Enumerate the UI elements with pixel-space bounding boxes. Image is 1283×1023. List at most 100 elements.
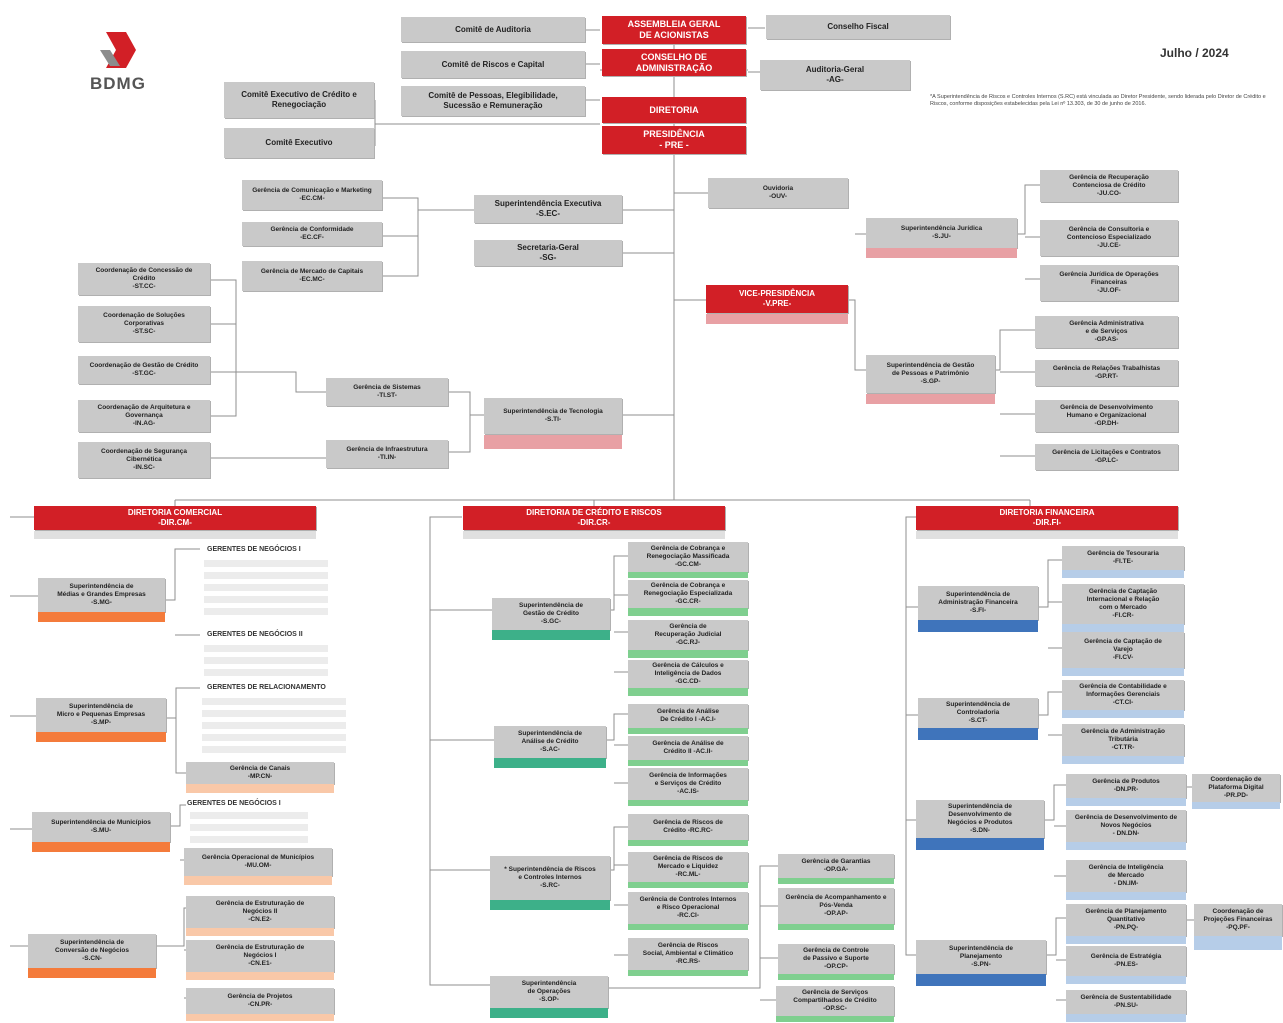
superintendencia-municipios-box: Superintendência de Municípios -S.MU- (32, 812, 170, 842)
gerencia-analise-credito-2-box: Gerência de Análise de Crédito II -AC.II… (628, 736, 748, 760)
projecoes-financeiras-strip (1194, 936, 1282, 950)
gerencia-informacoes-credito-box: Gerência de Informações e Serviços de Cr… (628, 768, 748, 800)
org-chart-date: Julho / 2024 (1160, 46, 1229, 60)
gerencia-inteligencia-mercado-box: Gerência de Inteligência de Mercado - DN… (1066, 860, 1186, 892)
superintendencia-analise-credito-box: Superintendência de Análise de Crédito -… (494, 726, 606, 758)
diretoria-box: DIRETORIA (602, 97, 746, 123)
gerencia-acompanhamento-box: Gerência de Acompanhamento e Pós-Venda -… (778, 888, 894, 924)
gerencia-recuperacao-contenciosa-box: Gerência de Recuperação Contenciosa de C… (1040, 170, 1178, 202)
analise-1-strip (628, 728, 748, 734)
cobranca-especializada-strip (628, 608, 748, 616)
blank-row (204, 584, 328, 591)
blank-row (204, 669, 328, 676)
financeira-gray-strip (916, 531, 1178, 539)
superintendencia-tecnologia-box: Superintendência de Tecnologia -S.TI- (484, 398, 622, 434)
superintendencia-administracao-financeira-box: Superintendência de Administração Financ… (918, 586, 1038, 620)
blank-row (204, 645, 328, 652)
municipios-color-strip (32, 842, 170, 852)
blank-row (190, 836, 308, 843)
gerentes-negocios-2-label: GERENTES DE NEGÓCIOS II (207, 631, 303, 638)
gerencia-riscos-credito-box: Gerência de Riscos de Crédito -RC.RC- (628, 814, 748, 840)
gerencia-cobranca-especializada-box: Gerência de Cobrança e Renegociação Espe… (628, 580, 748, 608)
gerencia-captacao-internacional-box: Gerência de Captação Internacional e Rel… (1062, 584, 1184, 624)
footnote: *A Superintendência de Riscos e Controle… (930, 94, 1266, 108)
gerencia-recuperacao-judicial-box: Gerência de Recuperação Judicial -GC.RJ- (628, 620, 748, 650)
gerencia-controles-internos-box: Gerência de Controles Internos e Risco O… (628, 892, 748, 924)
analise-credito-color-strip (494, 758, 606, 768)
gerencia-estruturacao-2-box: Gerência de Estruturação de Negócios II … (186, 896, 334, 928)
gerencia-projetos-box: Gerência de Projetos -CN.PR- (186, 988, 334, 1014)
gerencia-tesouraria-box: Gerência de Tesouraria -FI.TE- (1062, 546, 1184, 570)
garantias-strip (778, 878, 894, 884)
coord-seguranca-box: Coordenação de Segurança Cibernética -IN… (78, 442, 210, 478)
bdmg-logo-icon (100, 32, 136, 68)
superintendencia-controladoria-box: Superintendência de Controladoria -S.CT- (918, 698, 1038, 728)
coord-concessao-credito-box: Coordenação de Concessão de Crédito -ST.… (78, 263, 210, 295)
presidencia-box: PRESIDÊNCIA - PRE - (602, 126, 746, 154)
desenvolvimento-negocios-color-strip (916, 838, 1044, 850)
gerencia-administrativa-box: Gerência Administrativa e de Serviços -G… (1035, 316, 1178, 348)
superintendencia-operacoes-box: Superintendência de Operações -S.OP- (490, 976, 608, 1008)
estruturacao-2-color-strip (186, 928, 334, 936)
gerencia-licitacoes-box: Gerência de Licitações e Contratos -GP.L… (1035, 444, 1178, 470)
gerencia-operacional-municipios-box: Gerência Operacional de Municípios -MU.O… (184, 848, 332, 876)
servicos-compartilhados-strip (776, 1016, 894, 1022)
comite-auditoria-box: Comitê de Auditoria (401, 17, 585, 42)
gerencia-desenvolvimento-humano-box: Gerência de Desenvolvimento Humano e Org… (1035, 400, 1178, 432)
superintendencia-conversao-box: Superintendência de Conversão de Negócio… (28, 934, 156, 968)
superintendencia-riscos-box: * Superintendência de Riscos e Controles… (490, 856, 610, 900)
gerencia-consultoria-box: Gerência de Consultoria e Contencioso Es… (1040, 220, 1178, 256)
informacoes-strip (628, 800, 748, 806)
conselho-fiscal-box: Conselho Fiscal (766, 15, 950, 39)
gerencia-analise-credito-1-box: Gerência de Análise De Crédito I -AC.I- (628, 704, 748, 728)
blank-row (190, 812, 308, 819)
gerencia-controle-passivo-box: Gerência de Controle de Passivo e Suport… (778, 944, 894, 974)
conselho-administracao-box: CONSELHO DE ADMINISTRAÇÃO (602, 49, 746, 76)
blank-row (204, 560, 328, 567)
gestao-credito-color-strip (492, 630, 610, 640)
blank-row (202, 746, 346, 753)
operacional-municipios-color-strip (184, 876, 332, 885)
gerencia-conformidade-box: Gerência de Conformidade -EC.CF- (242, 222, 382, 246)
blank-row (202, 722, 346, 729)
acompanhamento-strip (778, 924, 894, 930)
gerencia-produtos-box: Gerência de Produtos -DN.PR- (1066, 774, 1186, 798)
gerencia-sistemas-box: Gerência de Sistemas -TI.ST- (326, 378, 448, 406)
gerencia-calculos-box: Gerência de Cálculos e Inteligência de D… (628, 660, 748, 688)
gerencia-servicos-compartilhados-box: Gerência de Serviços Compartilhados de C… (776, 986, 894, 1016)
vice-color-strip (706, 314, 848, 324)
gerencia-estrategia-box: Gerência de Estratégia -PN.ES- (1066, 946, 1186, 976)
assembleia-geral-box: ASSEMBLEIA GERAL DE ACIONISTAS (602, 16, 746, 44)
riscos-credito-strip (628, 840, 748, 846)
tributaria-strip (1062, 756, 1184, 764)
planejamento-color-strip (916, 974, 1046, 986)
juridica-color-strip (866, 248, 1017, 258)
superintendencia-executiva-box: Superintendência Executiva -S.EC- (474, 195, 622, 223)
controles-internos-strip (628, 924, 748, 930)
projetos-color-strip (186, 1014, 334, 1021)
coord-arquitetura-box: Coordenação de Arquitetura e Governança … (78, 400, 210, 432)
conversao-color-strip (28, 968, 156, 978)
gerencia-riscos-social-box: Gerência de Riscos Social, Ambiental e C… (628, 938, 748, 970)
gerencia-novos-negocios-box: Gerência de Desenvolvimento de Novos Neg… (1066, 810, 1186, 842)
coord-projecoes-financeiras-box: Coordenação de Projeções Financeiras -PQ… (1194, 904, 1282, 936)
blank-row (204, 657, 328, 664)
superintendencia-micro-pequenas-box: Superintendência de Micro e Pequenas Emp… (36, 698, 166, 732)
riscos-social-strip (628, 970, 748, 976)
gerencia-mercado-capitais-box: Gerência de Mercado de Capitais -EC.MC- (242, 261, 382, 291)
gerencia-cobranca-massificada-box: Gerência de Cobrança e Renegociação Mass… (628, 542, 748, 572)
gerencia-canais-box: Gerência de Canais -MP.CN- (186, 762, 334, 784)
calculos-strip (628, 688, 748, 696)
auditoria-geral-box: Auditoria-Geral -AG- (760, 60, 910, 90)
brand-name: BDMG (90, 74, 146, 93)
gerencia-planejamento-quantitativo-box: Gerência de Planejamento Quantitativo -P… (1066, 904, 1186, 936)
comite-riscos-box: Comitê de Riscos e Capital (401, 51, 585, 78)
gerencia-comunicacao-box: Gerência de Comunicação e Marketing -EC.… (242, 180, 382, 210)
ouvidoria-box: Ouvidoria -OUV- (708, 178, 848, 208)
comite-credito-box: Comitê Executivo de Crédito e Renegociaç… (224, 82, 374, 118)
superintendencia-gestao-credito-box: Superintendência de Gestão de Crédito -S… (492, 598, 610, 630)
coord-plataforma-digital-box: Coordenação de Plataforma Digital -PR.PD… (1192, 774, 1280, 802)
blank-row (202, 698, 346, 705)
administracao-financeira-color-strip (918, 620, 1038, 632)
